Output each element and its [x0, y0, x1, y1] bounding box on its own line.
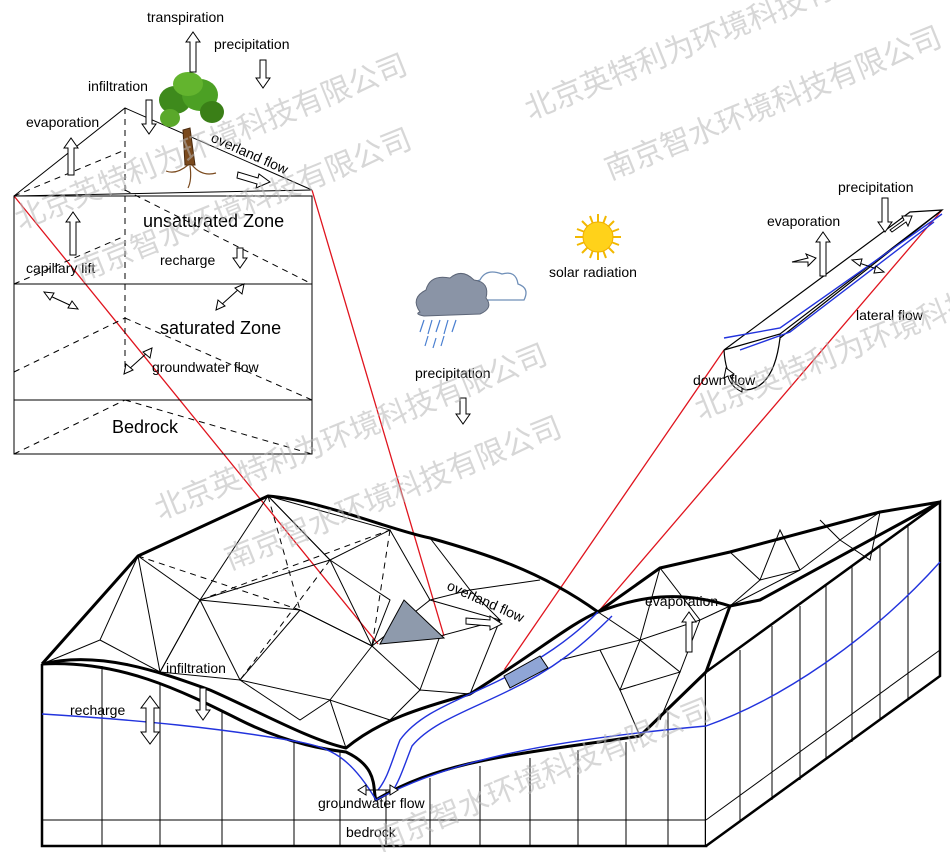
channel-down-flow-arrow-icon: [723, 367, 743, 393]
overland-flow-arrow-icon: [236, 171, 272, 189]
double-arrow-left-icon: [42, 291, 80, 310]
precipitation-arrow-icon: [255, 59, 271, 89]
capillary-lift-arrow-icon: [65, 211, 81, 256]
soil-panel-arrows: [42, 31, 272, 375]
zoom-lines: [13, 189, 943, 677]
transpiration-label: transpiration: [147, 9, 224, 25]
terrain-recharge-arrow-icon: [140, 695, 160, 745]
lateral-flow-arrow-icon: [850, 258, 886, 274]
recharge-arrow-icon: [232, 247, 248, 269]
terrain-groundwater-flow-label: groundwater flow: [318, 795, 426, 811]
terrain-recharge-label: recharge: [70, 702, 125, 718]
channel-evaporation-label: evaporation: [767, 213, 840, 229]
channel-precipitation-label: precipitation: [838, 179, 914, 195]
infiltration-label: infiltration: [88, 78, 148, 94]
saturated-zone-label: saturated Zone: [160, 318, 281, 338]
channel-panel: [723, 209, 944, 393]
evaporation-label: evaporation: [26, 114, 99, 130]
terrain-evaporation-arrow-icon: [681, 611, 697, 653]
terrain-arrows: [140, 611, 697, 796]
channel-panel-labels: precipitation evaporation lateral flow d…: [693, 179, 924, 388]
transpiration-arrow-icon: [185, 31, 201, 73]
terrain-infiltration-arrow-icon: [195, 687, 211, 721]
channel-precipitation-arrow-icon: [877, 197, 893, 233]
tree-icon: [159, 72, 224, 189]
lateral-flow-label: lateral flow: [856, 307, 924, 323]
terrain-groundwater-flow-arrow-icon: [357, 784, 399, 796]
precipitation-label: precipitation: [214, 36, 290, 52]
terrain-block: [40, 494, 942, 848]
unsaturated-zone-label: unsaturated Zone: [143, 211, 284, 231]
watermark-text: 南京智水环境科技有限公司: [220, 410, 567, 577]
terrain-bedrock-label: bedrock: [346, 824, 397, 840]
terrain-overland-flow-label: overland flow: [445, 577, 528, 626]
atmosphere-precipitation-label: precipitation: [415, 365, 491, 381]
terrain-infiltration-label: infiltration: [166, 660, 226, 676]
soil-column-panel: [13, 107, 313, 455]
atmosphere-precipitation-arrow-icon: [455, 397, 471, 425]
terrain-overland-flow-arrow-icon: [465, 615, 503, 631]
infiltration-arrow-icon: [141, 99, 157, 135]
down-flow-label: down flow: [693, 372, 756, 388]
groundwater-flow-label: groundwater flow: [152, 359, 260, 375]
terrain-evaporation-label: evaporation: [645, 593, 718, 609]
rain-cloud-icon: [415, 271, 527, 349]
solar-radiation-label: solar radiation: [549, 264, 637, 280]
bedrock-label: Bedrock: [112, 417, 179, 437]
sun-icon: [575, 214, 621, 260]
evaporation-arrow-icon: [63, 137, 79, 176]
capillary-lift-label: capillary lift: [26, 260, 95, 276]
channel-panel-arrows: [815, 197, 893, 277]
double-arrow-right-icon: [215, 283, 245, 311]
recharge-label: recharge: [160, 252, 215, 268]
highlighted-soil-cell: [379, 599, 446, 645]
groundwater-arrow-icon: [123, 347, 153, 375]
channel-evaporation-arrow-icon: [815, 231, 831, 277]
